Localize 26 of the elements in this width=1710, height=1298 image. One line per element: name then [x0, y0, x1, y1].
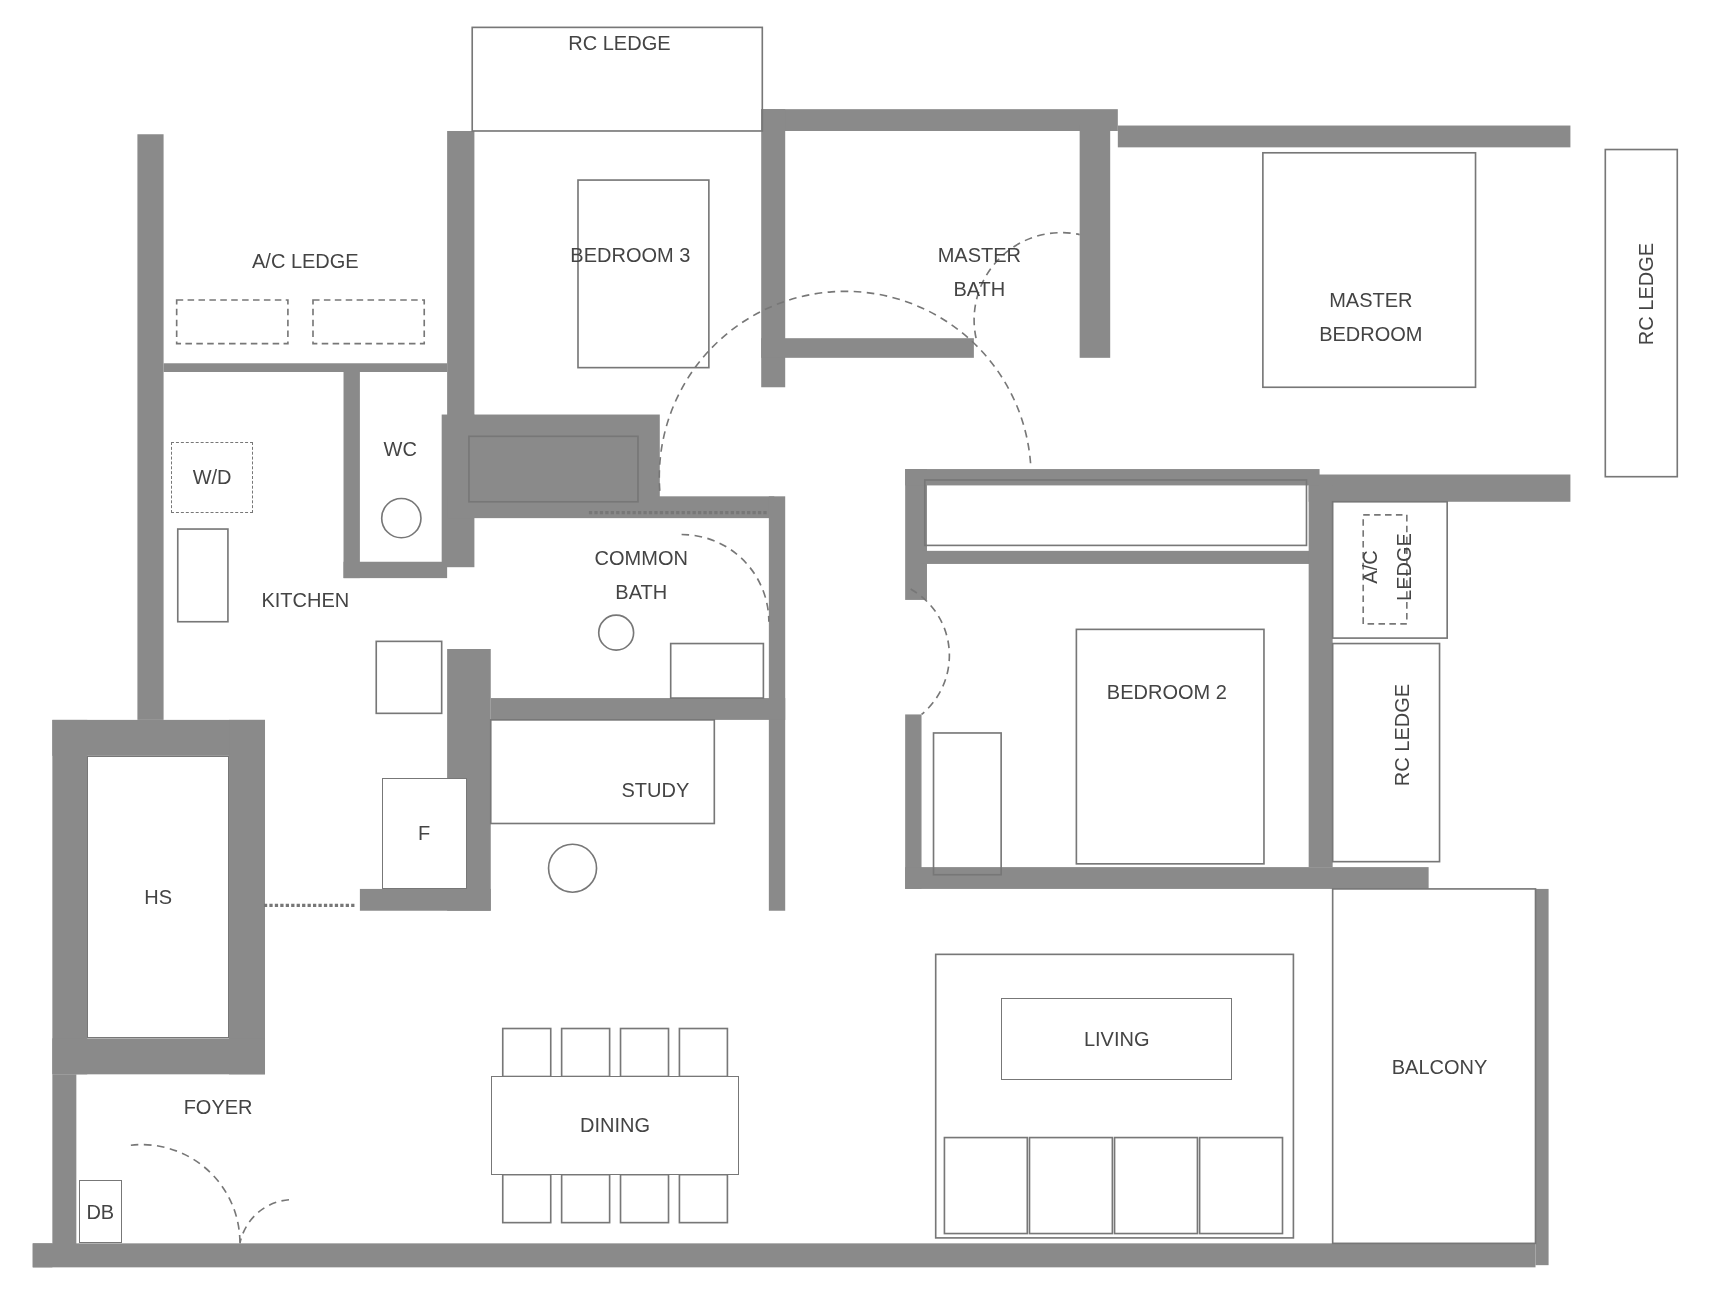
room-label: A/C LEDGE — [1358, 532, 1417, 603]
room-box — [490, 1076, 740, 1175]
room-box — [171, 441, 253, 513]
room-label: COMMON BATH — [593, 545, 689, 605]
room-label: RC LEDGE — [567, 30, 672, 56]
room-label: A/C LEDGE — [251, 249, 360, 275]
room-box — [87, 755, 229, 1039]
room-box — [78, 1180, 123, 1244]
room-label: KITCHEN — [260, 588, 351, 614]
room-label: MASTER BATH — [936, 242, 1022, 302]
room-label: WC — [382, 436, 418, 462]
room-box — [1001, 997, 1233, 1080]
room-label: FOYER — [182, 1095, 254, 1121]
room-label: HS — [144, 884, 172, 910]
room-label: BEDROOM 2 — [1105, 679, 1228, 705]
room-label: DB — [86, 1199, 115, 1225]
room-label: F — [418, 821, 431, 847]
room-label: DINING — [580, 1113, 651, 1139]
room-label: BALCONY — [1390, 1055, 1489, 1080]
room-label: RC LEDGE — [1634, 241, 1659, 347]
room-label: RC LEDGE — [1390, 683, 1415, 789]
room-label: LIVING — [1083, 1026, 1150, 1052]
room-label: MASTER BEDROOM — [1318, 288, 1424, 348]
room-label: STUDY — [620, 778, 691, 803]
room-label: W/D — [192, 465, 232, 491]
room-box — [381, 777, 467, 889]
